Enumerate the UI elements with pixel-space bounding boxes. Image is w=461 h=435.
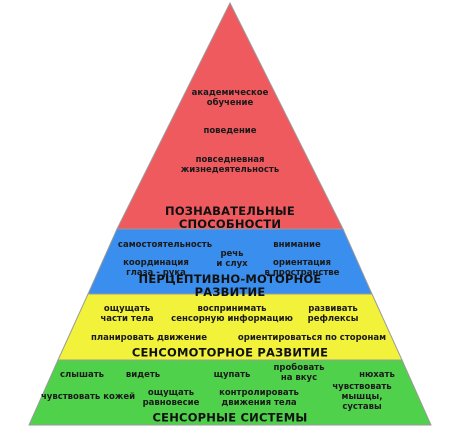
sensory-title: СЕНСОРНЫЕ СИСТЕМЫ xyxy=(152,410,308,425)
sensory-item-hear: слышать xyxy=(59,370,105,380)
perceptual-item-attention: внимание xyxy=(273,240,321,250)
perceptual-item-speech-hearing: речь и слух xyxy=(216,249,248,269)
layer-cognitive xyxy=(116,1,344,230)
sensorimotor-item-orient: ориентироваться по сторонам xyxy=(237,333,387,343)
cognitive-item-academic: академическое обучение xyxy=(191,88,269,108)
sensory-item-smell: нюхать xyxy=(359,370,395,380)
sensory-item-muscles: чувствовать мышцы, суставы xyxy=(332,382,392,412)
perceptual-item-spatial: ориентация в пространстве xyxy=(264,258,340,278)
sensory-item-see: видеть xyxy=(125,370,161,380)
sensorimotor-item-perceive: воспринимать сенсорную информацию xyxy=(171,304,293,324)
perceptual-title: ПЕРЦЕПТИВНО-МОТОРНОЕ РАЗВИТИЕ xyxy=(138,272,322,299)
layer-sensory xyxy=(28,359,432,426)
perceptual-item-eye-hand: координация глаза - рука xyxy=(123,258,189,278)
sensory-item-touch: щупать xyxy=(213,370,251,380)
cognitive-title: ПОЗНАВАТЕЛЬНЫЕ СПОСОБНОСТИ xyxy=(165,204,295,231)
sensorimotor-title: СЕНСОМОТОРНОЕ РАЗВИТИЕ xyxy=(131,345,329,360)
sensory-item-body-control: контролировать движения тела xyxy=(219,388,299,408)
sensorimotor-item-reflexes: развивать рефлексы xyxy=(307,304,359,324)
sensory-item-taste: пробовать на вкус xyxy=(273,363,325,383)
sensorimotor-item-plan-movement: планировать движение xyxy=(91,333,207,343)
sensory-item-balance: ощущать равновесие xyxy=(142,388,200,408)
cognitive-item-behavior: поведение xyxy=(203,126,257,136)
perceptual-item-independence: самостоятельность xyxy=(117,240,213,250)
sensory-item-skin: чувствовать кожей xyxy=(40,392,136,402)
cognitive-item-daily-life: повседневная жизнедеятельность xyxy=(180,155,280,175)
sensorimotor-item-body-parts: ощущать части тела xyxy=(100,304,154,324)
